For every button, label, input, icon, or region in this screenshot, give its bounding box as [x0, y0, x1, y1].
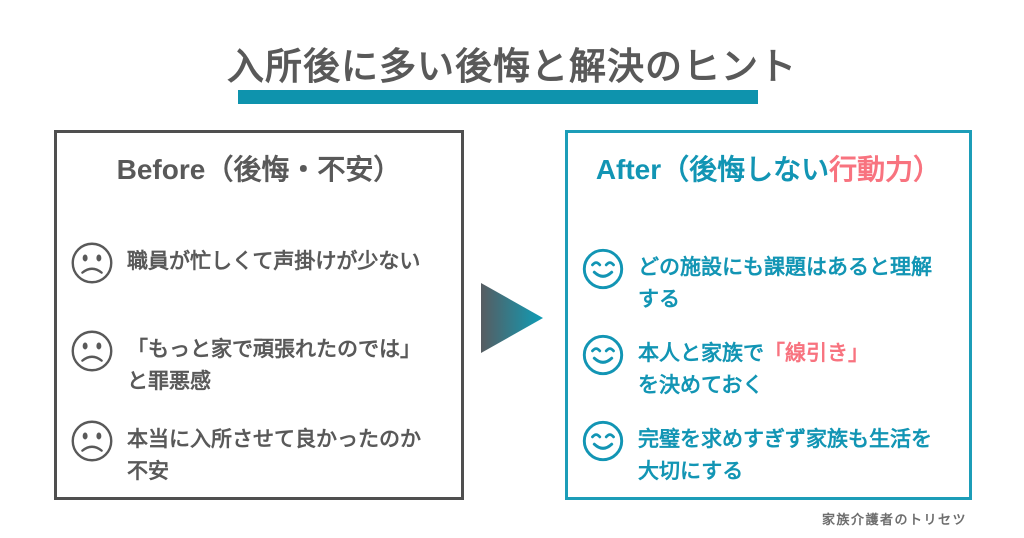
page-title: 入所後に多い後悔と解決のヒント: [227, 46, 797, 87]
sad-face-icon: [70, 241, 114, 290]
sad-face-icon: [70, 329, 114, 378]
after-title-main: After（後悔しない: [595, 154, 830, 185]
after-item-3: 完璧を求めすぎず家族も生活を 大切にする: [581, 419, 932, 488]
title-underline-bar: [238, 90, 758, 104]
before-item-2: 「もっと家で頑張れたのでは」 と罪悪感: [70, 329, 421, 398]
after-panel: After（後悔しない行動力） どの施設にも課題はあると理解 する: [565, 130, 972, 500]
after-item-text: 完璧を求めすぎず家族も生活を 大切にする: [638, 428, 932, 483]
sad-face-icon: [70, 419, 114, 468]
after-item-text: どの施設にも課題はあると理解 する: [638, 256, 932, 311]
site-credit: 家族介護者のトリセツ: [821, 512, 967, 527]
smile-face-icon: [581, 247, 625, 296]
before-item-text: 「もっと家で頑張れたのでは」 と罪悪感: [127, 338, 421, 393]
after-panel-title: After（後悔しない行動力）: [568, 148, 969, 188]
after-item-1: どの施設にも課題はあると理解 する: [581, 247, 932, 316]
smile-face-icon: [581, 333, 625, 382]
smile-face-icon: [581, 419, 625, 468]
before-item-text: 本当に入所させて良かったのか 不安: [127, 428, 421, 483]
before-panel: Before（後悔・不安） 職員が忙しくて声掛けが少ない: [54, 130, 464, 500]
after-item-2: 本人と家族で「線引き」 を決めておく: [581, 333, 869, 402]
before-item-3: 本当に入所させて良かったのか 不安: [70, 419, 421, 488]
before-panel-title: Before（後悔・不安）: [116, 154, 402, 185]
after-item-text: 本人と家族で「線引き」 を決めておく: [638, 342, 869, 397]
before-item-1: 職員が忙しくて声掛けが少ない: [70, 241, 420, 290]
before-to-after-arrow-icon: [481, 281, 547, 355]
after-title-accent: 行動力）: [829, 154, 942, 185]
before-item-text: 職員が忙しくて声掛けが少ない: [127, 250, 421, 273]
